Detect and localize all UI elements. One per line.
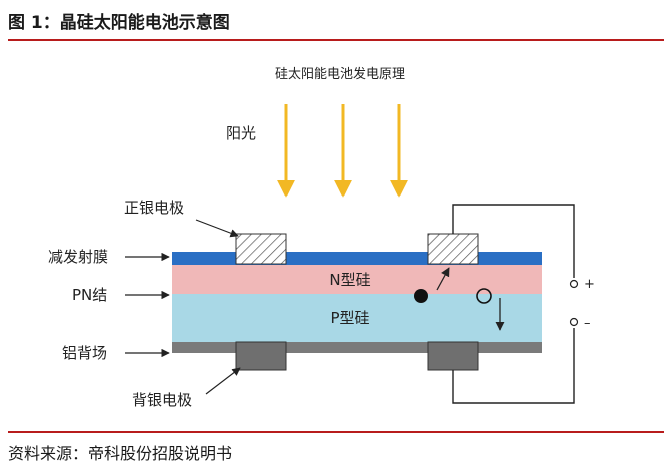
back-silver-electrode-left bbox=[235, 341, 287, 371]
electron-dot bbox=[414, 289, 428, 303]
front-silver-electrode-left bbox=[235, 233, 287, 265]
back-electrode-label: 背银电极 bbox=[132, 391, 192, 409]
minus-terminal-label: – bbox=[584, 316, 591, 331]
electron-arrow bbox=[436, 267, 450, 291]
front-electrode-label: 正银电极 bbox=[124, 199, 184, 217]
pn-junction-label: PN结 bbox=[72, 286, 107, 304]
back-electrode-pointer bbox=[205, 367, 241, 395]
figure-title: 图 1：晶硅太阳能电池示意图 bbox=[8, 13, 230, 33]
circuit-wire-bottom bbox=[452, 328, 575, 404]
circuit-wire-top bbox=[452, 204, 575, 278]
hole-circle bbox=[476, 288, 492, 304]
source-divider bbox=[8, 431, 664, 433]
title-divider bbox=[8, 39, 664, 41]
antireflection-layer bbox=[172, 252, 542, 265]
back-silver-electrode-right bbox=[427, 341, 479, 371]
n-layer-label: N型硅 bbox=[329, 271, 370, 289]
aluminum-back-label: 铝背场 bbox=[62, 344, 107, 362]
front-silver-electrode-right bbox=[427, 233, 479, 265]
aluminum-back-layer bbox=[172, 342, 542, 353]
sunlight-label: 阳光 bbox=[226, 124, 256, 142]
diagram-heading: 硅太阳能电池发电原理 bbox=[275, 66, 405, 82]
antireflection-label: 减发射膜 bbox=[48, 248, 108, 266]
minus-terminal-node bbox=[569, 317, 579, 327]
plus-terminal-node bbox=[569, 279, 579, 289]
plus-terminal-label: + bbox=[584, 277, 595, 292]
figure-source: 资料来源：帝科股份招股说明书 bbox=[8, 444, 233, 463]
front-electrode-pointer bbox=[195, 219, 239, 238]
p-layer-label: P型硅 bbox=[330, 309, 369, 327]
